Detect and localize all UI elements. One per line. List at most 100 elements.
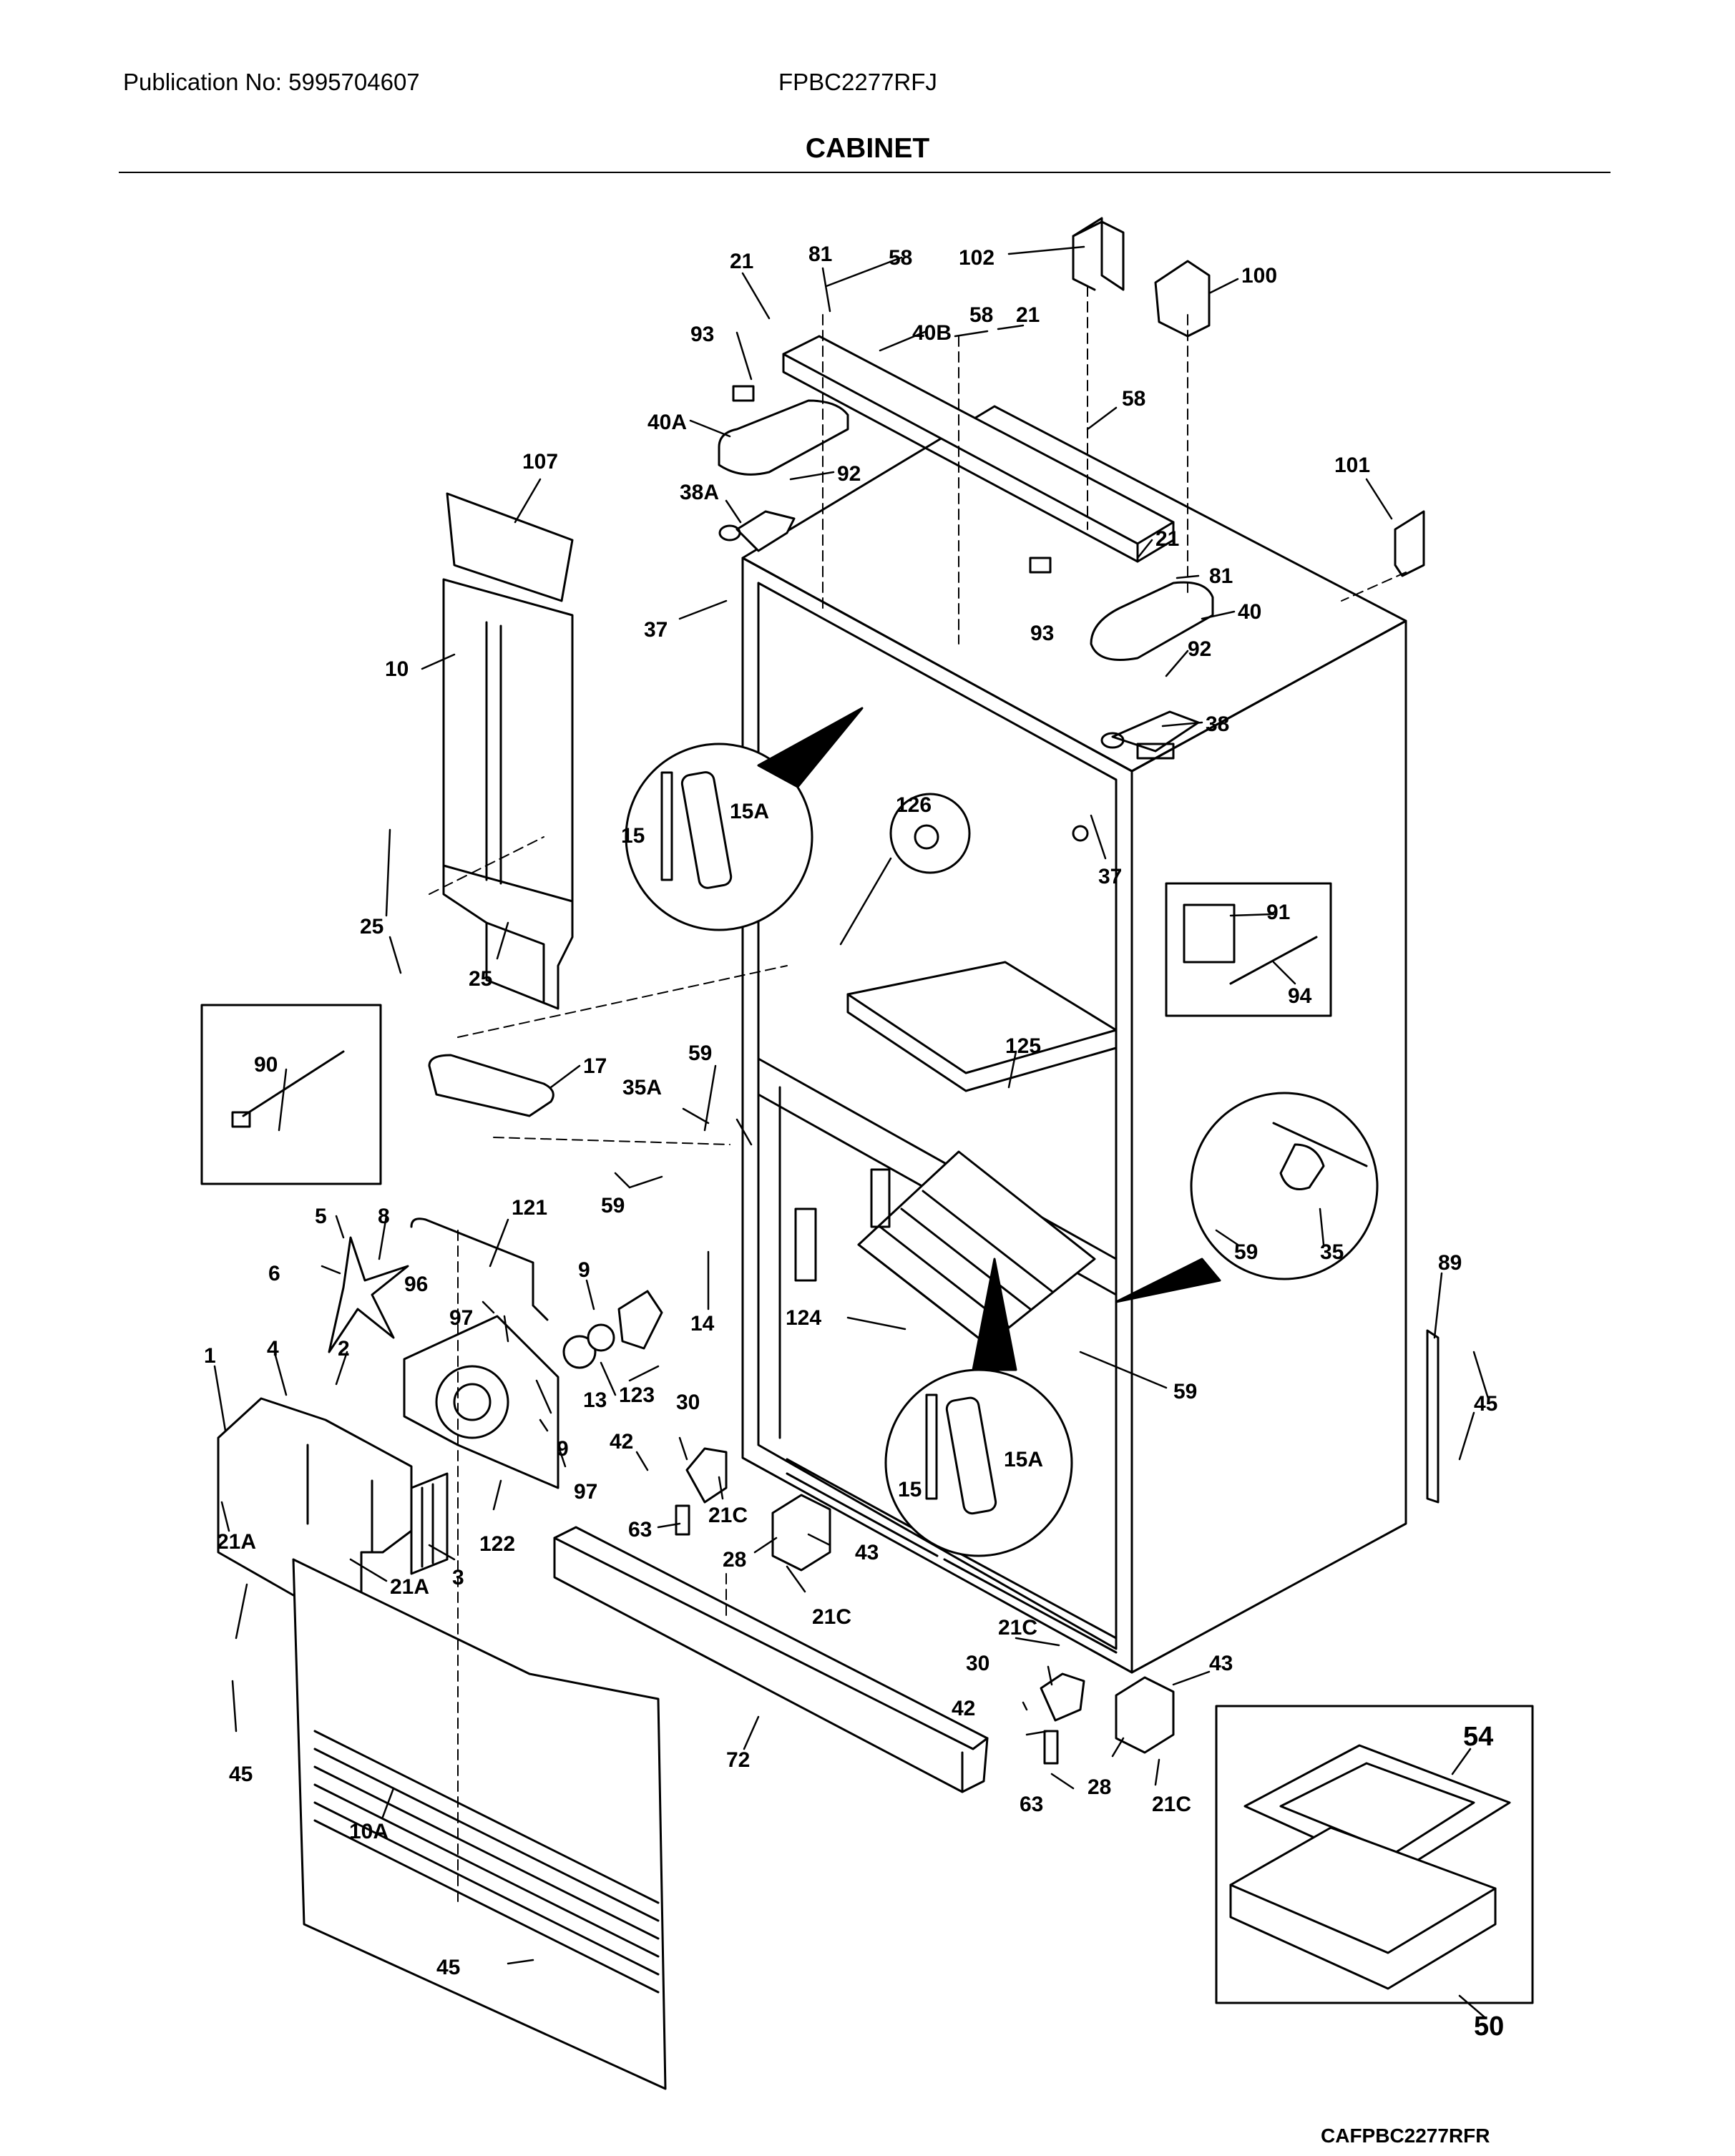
filter-detail-circle-lower — [884, 1258, 1073, 1557]
label-124: 124 — [786, 1306, 821, 1330]
label-37: 37 — [1098, 865, 1122, 888]
label-38: 38 — [1206, 712, 1229, 736]
label-37: 37 — [644, 618, 668, 642]
label-59: 59 — [688, 1042, 712, 1065]
label-28: 28 — [723, 1548, 746, 1572]
label-40: 40 — [1238, 600, 1261, 624]
label-125: 125 — [1005, 1034, 1041, 1058]
label-81: 81 — [1209, 564, 1233, 588]
fan-blade-5 — [328, 1236, 409, 1353]
label-21: 21 — [1155, 527, 1179, 551]
fan-shroud-96 — [403, 1315, 559, 1489]
label-21a: 21A — [390, 1575, 429, 1599]
filter-detail-circle-upper — [625, 707, 864, 931]
label-15: 15 — [621, 824, 645, 848]
label-59: 59 — [601, 1194, 625, 1217]
label-15a: 15A — [730, 800, 769, 823]
label-81: 81 — [808, 242, 832, 266]
label-90: 90 — [254, 1053, 278, 1077]
evaporator-3 — [410, 1472, 449, 1575]
label-100: 100 — [1241, 264, 1277, 288]
air-duct-10 — [442, 578, 574, 1010]
label-9: 9 — [578, 1258, 590, 1282]
label-97: 97 — [574, 1480, 597, 1504]
label-21c: 21C — [812, 1605, 851, 1629]
label-21c: 21C — [998, 1616, 1037, 1640]
label-10: 10 — [385, 657, 409, 681]
leader-lines — [213, 245, 1490, 2019]
label-4: 4 — [267, 1337, 279, 1361]
label-42: 42 — [610, 1430, 633, 1454]
label-1: 1 — [204, 1344, 216, 1368]
label-59: 59 — [1173, 1380, 1197, 1403]
label-91: 91 — [1266, 901, 1290, 924]
label-58: 58 — [969, 303, 993, 327]
label-58: 58 — [1122, 387, 1145, 411]
part-labels: 21 81 58 102 100 93 40B 58 21 58 40A 107… — [204, 242, 1504, 2042]
label-5: 5 — [315, 1205, 327, 1228]
label-94: 94 — [1288, 984, 1312, 1008]
toe-grille-72 — [553, 1526, 989, 1793]
hinge-38a — [718, 510, 796, 552]
bracket-30-left — [685, 1447, 728, 1504]
label-43: 43 — [855, 1541, 879, 1564]
label-58: 58 — [889, 246, 912, 270]
rear-access-panel-10a — [292, 1558, 667, 2090]
label-9: 9 — [557, 1437, 569, 1461]
control-board-detail-box — [1215, 1705, 1534, 2004]
label-2: 2 — [338, 1337, 350, 1361]
bracket-30-right — [1040, 1672, 1085, 1722]
label-92: 92 — [1188, 637, 1211, 661]
label-10a: 10A — [349, 1820, 388, 1843]
label-42: 42 — [952, 1697, 975, 1720]
label-107: 107 — [522, 450, 558, 474]
header-rule — [119, 172, 1611, 173]
label-93: 93 — [1030, 622, 1054, 645]
label-25: 25 — [469, 967, 492, 991]
bracket-102 — [1072, 217, 1125, 291]
leveling-leg-63-left — [675, 1504, 690, 1536]
top-hinge-cover-40b — [782, 335, 1175, 563]
label-45: 45 — [1474, 1392, 1497, 1416]
drain-pan-17 — [428, 1054, 554, 1117]
bracket-123 — [617, 1290, 663, 1350]
clip-93-left — [732, 385, 755, 402]
label-14: 14 — [690, 1312, 715, 1336]
heater-cover-1 — [217, 1397, 413, 1632]
label-122: 122 — [479, 1532, 515, 1556]
label-21c: 21C — [708, 1504, 748, 1527]
diagram-code: CAFPBC2277RFR — [1321, 2125, 1490, 2147]
label-40b: 40B — [912, 321, 952, 345]
label-72: 72 — [726, 1748, 750, 1772]
label-21: 21 — [730, 250, 753, 273]
label-15a: 15A — [1004, 1448, 1043, 1471]
label-13: 13 — [583, 1388, 607, 1412]
label-96: 96 — [404, 1273, 428, 1296]
light-detail-box-91 — [1165, 882, 1332, 1017]
label-45: 45 — [229, 1763, 253, 1786]
leveling-leg-63-right — [1043, 1730, 1059, 1765]
label-92: 92 — [837, 462, 861, 486]
label-8: 8 — [378, 1205, 390, 1228]
model-number: FPBC2277RFJ — [778, 69, 937, 95]
label-43: 43 — [1209, 1652, 1233, 1675]
label-30: 30 — [676, 1391, 700, 1414]
label-89: 89 — [1438, 1251, 1462, 1275]
label-40a: 40A — [647, 411, 687, 434]
label-25: 25 — [360, 915, 383, 939]
label-21: 21 — [1016, 303, 1040, 327]
label-6: 6 — [268, 1262, 280, 1285]
label-123: 123 — [619, 1383, 655, 1407]
label-21a: 21A — [217, 1530, 256, 1554]
cabinet-body — [741, 405, 1407, 1674]
sensor-detail-box-90 — [200, 1004, 382, 1185]
motor-13 — [562, 1323, 615, 1369]
label-21c: 21C — [1152, 1793, 1191, 1816]
side-panel-89 — [1426, 1329, 1440, 1504]
alignment-lines — [429, 285, 1407, 1903]
label-3: 3 — [452, 1566, 464, 1589]
fan-bracket-121 — [410, 1217, 549, 1321]
hinge-28-right — [1115, 1676, 1175, 1754]
label-97: 97 — [449, 1306, 473, 1330]
label-50: 50 — [1474, 2012, 1504, 2042]
